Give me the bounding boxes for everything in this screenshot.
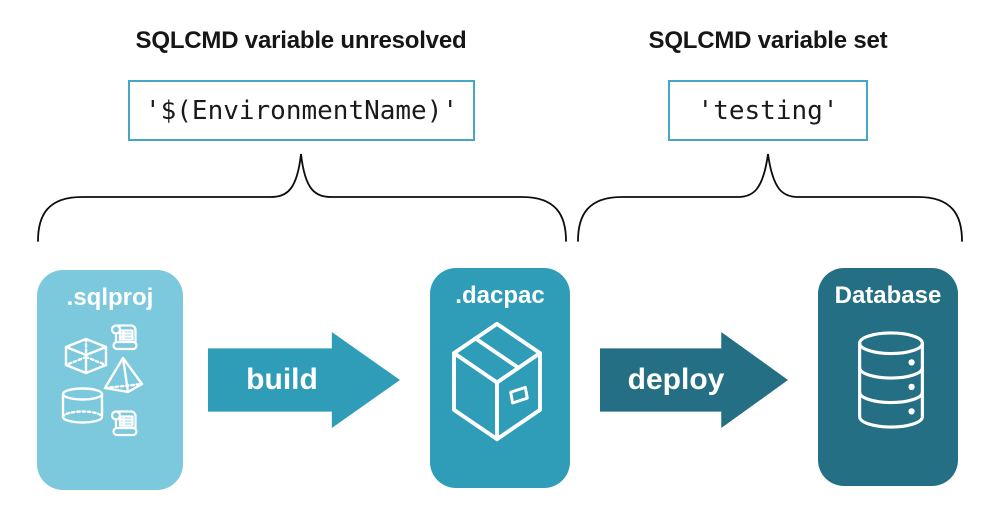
- package-box-icon: [452, 321, 542, 442]
- node-database: Database: [818, 268, 958, 486]
- node-dacpac-label: .dacpac: [455, 282, 545, 309]
- code-text-set: 'testing': [697, 95, 839, 126]
- heading-variable-unresolved: SQLCMD variable unresolved: [135, 27, 467, 54]
- left-brace-icon: [37, 153, 567, 242]
- right-brace-icon: [577, 153, 963, 242]
- node-sqlproj: .sqlproj: [37, 270, 183, 490]
- node-dacpac: .dacpac: [430, 268, 570, 488]
- code-text-unresolved: '$(EnvironmentName)': [144, 95, 459, 126]
- deploy-arrow-label: deploy: [627, 363, 725, 396]
- code-box-set: 'testing': [668, 80, 868, 141]
- sql-schema-objects-icon: [61, 324, 144, 437]
- heading-variable-set: SQLCMD variable set: [648, 27, 888, 54]
- code-box-unresolved: '$(EnvironmentName)': [128, 80, 475, 141]
- build-arrow-label: build: [246, 363, 318, 396]
- node-sqlproj-label: .sqlproj: [66, 284, 154, 311]
- node-database-label: Database: [834, 282, 942, 309]
- database-cylinder-icon: [858, 331, 924, 429]
